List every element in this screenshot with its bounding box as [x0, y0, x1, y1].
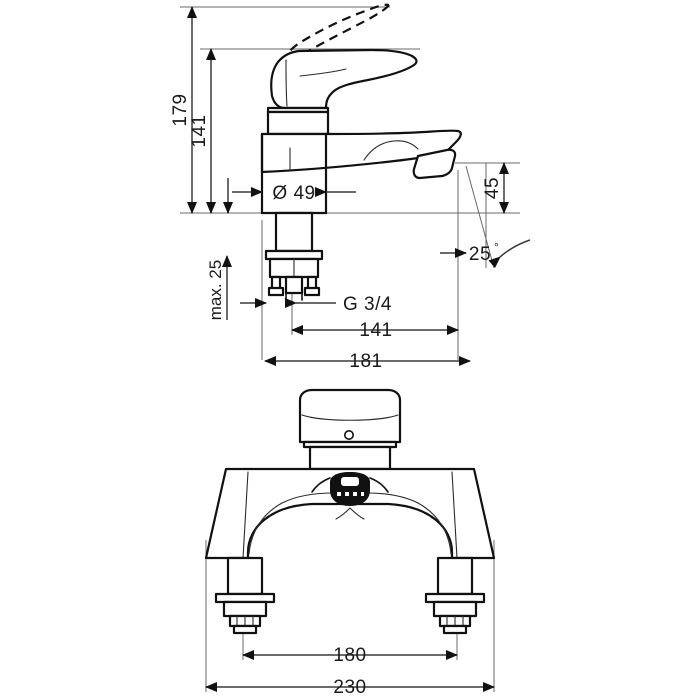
side-elevation-view: 179 141 [170, 3, 531, 372]
dimension-label-141-reach: 141 [359, 320, 392, 341]
cartridge-collar [266, 106, 330, 136]
handle-front [298, 388, 402, 471]
dimension-max-deck-thickness: max. 25 [206, 255, 232, 320]
dimension-label-181: 181 [349, 351, 382, 372]
dimension-overall-depth: 181 [264, 351, 471, 372]
faucet-body-front [204, 467, 496, 560]
dimension-label-230: 230 [333, 677, 366, 698]
mounting-shank-left [214, 556, 276, 635]
dimension-label-179: 179 [170, 93, 191, 126]
dimension-label-diameter: Ø 49 [272, 183, 315, 204]
faucet-body-and-spout [260, 129, 462, 215]
dimension-spout-height: 141 [189, 48, 216, 214]
aerator-outlet [311, 472, 389, 506]
mounting-shank-right [424, 556, 486, 635]
dimension-label-max-25: max. 25 [206, 260, 225, 320]
dimension-spout-reach: 141 [291, 320, 459, 341]
witness-lines-side [180, 6, 520, 360]
front-elevation-view: 180 230 [204, 388, 496, 698]
dimension-spout-drop: 45 [482, 162, 509, 214]
callout-thread-g34: G 3/4 [240, 294, 392, 315]
dimension-label-45: 45 [482, 177, 503, 199]
dimension-label-25-angle: 25 [469, 244, 491, 265]
dimension-hole-spacing: 180 [242, 645, 458, 666]
dimension-spout-angle: 25 ° [440, 239, 531, 269]
degree-symbol: ° [494, 240, 499, 254]
dimension-body-diameter: Ø 49 [232, 183, 356, 204]
dimension-overall-height: 179 [170, 6, 197, 214]
dimension-overall-width: 230 [205, 677, 495, 698]
mounting-shank-side [264, 211, 324, 301]
dimension-label-180: 180 [333, 645, 366, 666]
dimension-label-thread: G 3/4 [343, 294, 392, 315]
dimension-label-141-height: 141 [189, 114, 210, 147]
lever-handle [270, 48, 418, 110]
